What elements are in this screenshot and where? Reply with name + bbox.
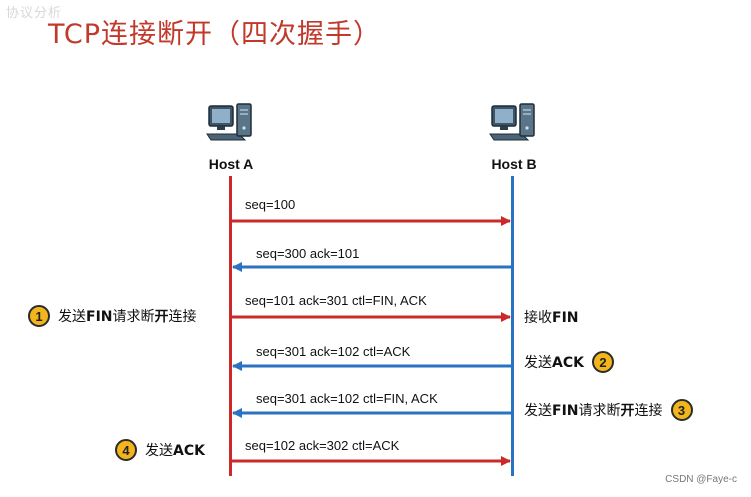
message-label-6: seq=102 ack=302 ctl=ACK xyxy=(245,438,400,453)
step-1-note: 1 发送FIN请求断开连接 xyxy=(28,305,197,327)
computer-icon xyxy=(489,103,535,141)
receive-fin-text: 接收FIN xyxy=(524,310,579,326)
watermark-text: 协议分析 xyxy=(6,6,63,21)
host-b: Host B xyxy=(469,100,559,172)
step-4-text: 发送ACK xyxy=(145,443,205,459)
message-label-4: seq=301 ack=102 ctl=ACK xyxy=(256,344,411,359)
message-label-5: seq=301 ack=102 ctl=FIN, ACK xyxy=(256,391,438,406)
host-a-lifeline xyxy=(229,176,232,476)
step-4-note: 4 发送ACK xyxy=(115,439,205,461)
step-3-badge: 3 xyxy=(670,399,693,421)
host-a: Host A xyxy=(186,100,276,172)
host-a-label: Host A xyxy=(208,156,254,172)
csdn-watermark: CSDN @Faye-c xyxy=(665,474,737,485)
host-b-lifeline xyxy=(511,176,514,476)
step-3-note: 发送FIN请求断开连接 3 xyxy=(524,399,693,421)
message-label-2: seq=300 ack=101 xyxy=(256,246,360,261)
slide-title: TCP连接断开（四次握手） xyxy=(48,19,382,50)
computer-icon xyxy=(206,103,252,141)
step-1-text: 发送FIN请求断开连接 xyxy=(58,309,197,325)
step-2-text: 发送ACK xyxy=(524,355,584,371)
message-label-3: seq=101 ack=301 ctl=FIN, ACK xyxy=(245,293,427,308)
step-1-badge: 1 xyxy=(28,305,50,327)
step-2-note: 发送ACK 2 xyxy=(524,351,614,373)
step-3-text: 发送FIN请求断开连接 xyxy=(524,403,663,419)
step-4-badge: 4 xyxy=(115,439,137,461)
host-b-label: Host B xyxy=(491,156,537,172)
message-label-1: seq=100 xyxy=(245,197,296,212)
receive-fin-note: 接收FIN xyxy=(524,307,579,327)
step-2-badge: 2 xyxy=(591,351,614,373)
